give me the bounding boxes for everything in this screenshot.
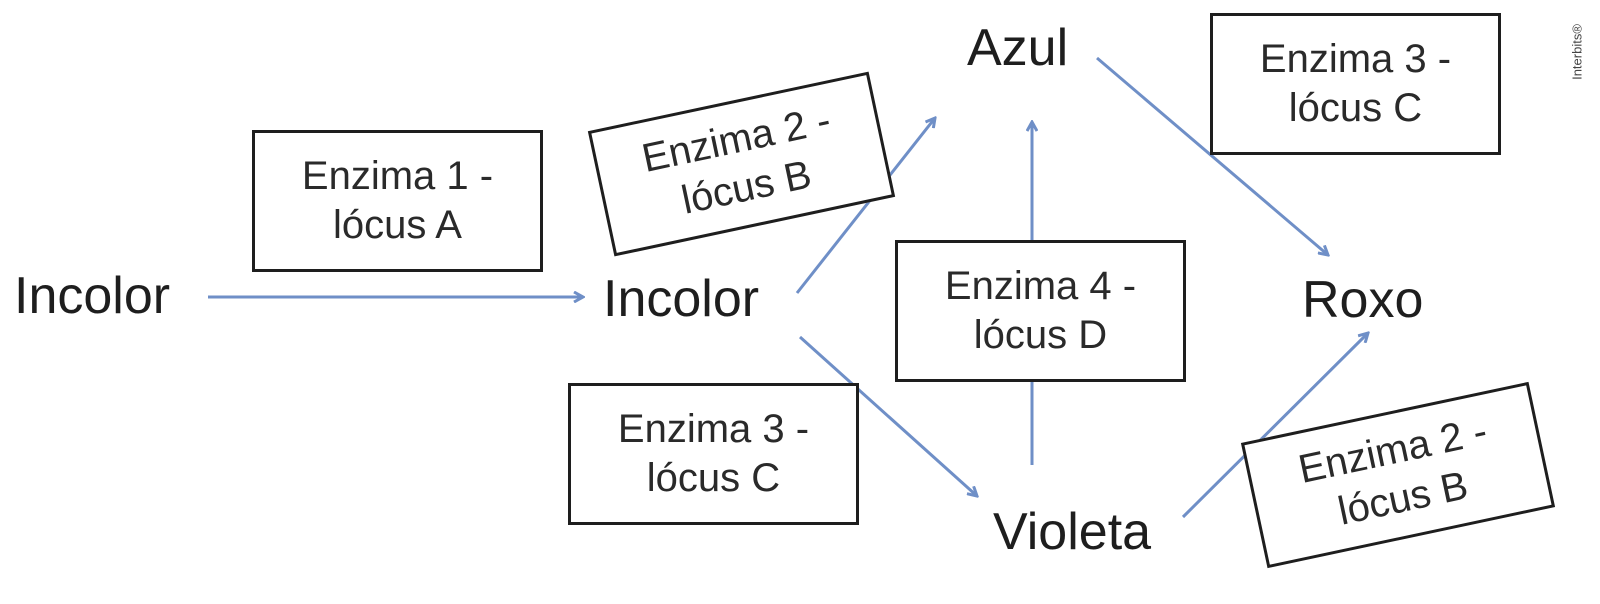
node-incolor-start: Incolor xyxy=(14,267,171,325)
node-azul: Azul xyxy=(967,19,1069,77)
watermark-interbits: Interbits® xyxy=(1569,24,1585,80)
arrow-incolor-to-azul xyxy=(795,118,935,294)
enzyme-box-line2: lócus C xyxy=(1288,86,1423,130)
arrow-azul-to-roxo xyxy=(1096,56,1328,255)
enzyme-box-line1: Enzima 3 - xyxy=(617,407,810,452)
node-violeta: Violeta xyxy=(993,503,1152,561)
enzyme-box-1-locus-a: Enzima 1 - lócus A xyxy=(252,130,543,272)
enzyme-box-line2: lócus A xyxy=(333,203,462,247)
enzyme-box-3-locus-c-top: Enzima 3 - lócus C xyxy=(1210,13,1501,155)
arrow-incolor-to-violeta xyxy=(798,335,977,496)
node-roxo: Roxo xyxy=(1302,271,1424,329)
node-incolor-middle: Incolor xyxy=(603,270,760,328)
enzyme-box-line1: Enzima 3 - xyxy=(1259,37,1452,82)
arrow-violeta-to-roxo xyxy=(1181,333,1368,519)
enzyme-box-line2: lócus D xyxy=(973,313,1108,357)
enzyme-box-line2: lócus C xyxy=(646,456,781,500)
enzyme-box-line1: Enzima 1 - xyxy=(301,154,494,199)
enzyme-box-3-locus-c-bottom: Enzima 3 - lócus C xyxy=(568,383,859,525)
enzyme-box-line1: Enzima 4 - xyxy=(944,264,1137,309)
enzyme-box-4-locus-d: Enzima 4 - lócus D xyxy=(895,240,1186,382)
